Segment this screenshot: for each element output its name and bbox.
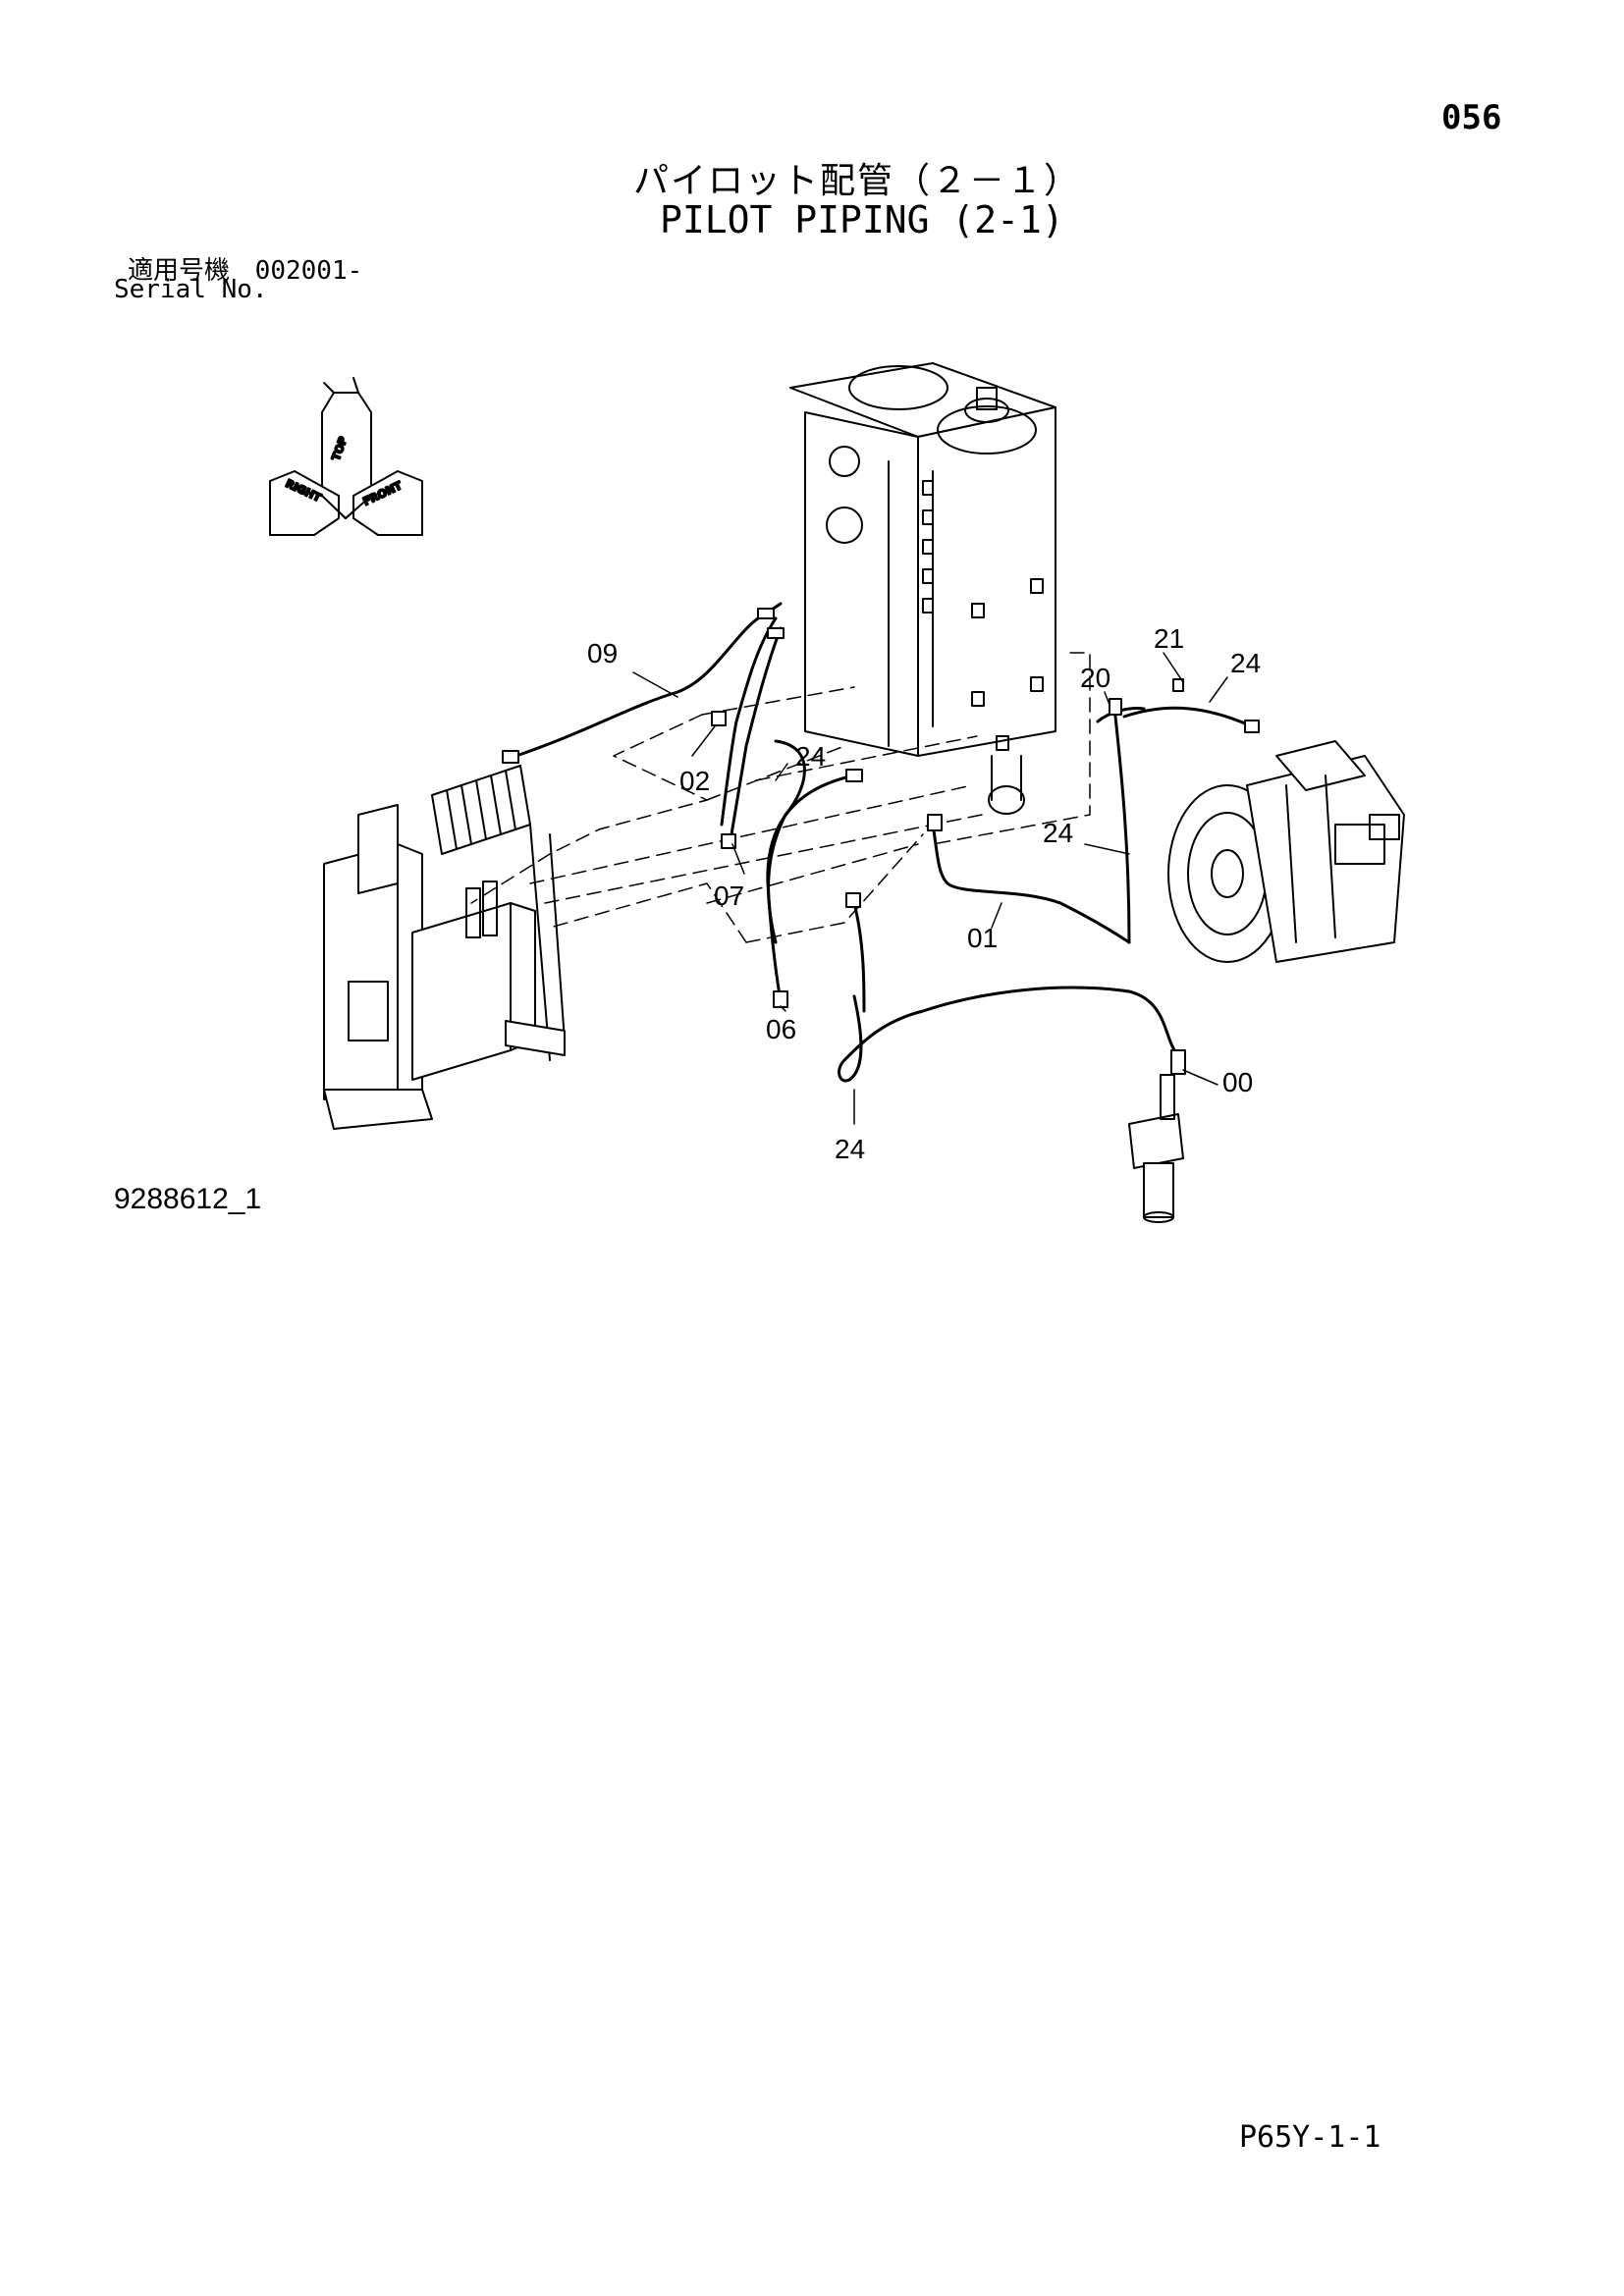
callout-06: 06 [766,1014,796,1044]
callout-01: 01 [967,923,998,953]
callout-00: 00 [1222,1067,1253,1097]
callout-09: 09 [587,638,618,668]
serial-label-en: Serial No. [114,275,268,304]
control-valve-assembly [323,765,566,1130]
orientation-indicator-icon: TOP RIGHT FRONT [269,377,423,536]
callout-21: 21 [1154,623,1184,654]
main-pump [1167,740,1405,963]
callout-24-bottom: 24 [835,1134,865,1164]
callout-02: 02 [679,766,710,796]
leader-lines [632,652,1228,1125]
hydraulic-tank [789,362,1056,815]
page-code: P65Y-1-1 [1239,2120,1381,2155]
pilot-filter [1128,1074,1184,1223]
title-japanese: パイロット配管（２－１） [633,161,1082,201]
serial-applicability: 適用号機 002001- [128,250,362,287]
callout-07: 07 [714,881,744,911]
hose-fittings [502,608,1260,1075]
callout-24-upper-right: 24 [1230,648,1261,678]
phantom-lines [470,652,1091,943]
callout-20: 20 [1080,663,1110,693]
drawing-id: 9288612_1 [114,1183,262,1215]
page-number: 056 [1441,98,1502,137]
callout-24-middle-right: 24 [1043,818,1073,848]
title-english: PILOT PIPING (2-1) [660,198,1064,241]
serial-label-jp: 適用号機 [128,256,231,286]
callout-24-upper-left: 24 [795,741,826,772]
serial-value: 002001- [254,256,363,286]
